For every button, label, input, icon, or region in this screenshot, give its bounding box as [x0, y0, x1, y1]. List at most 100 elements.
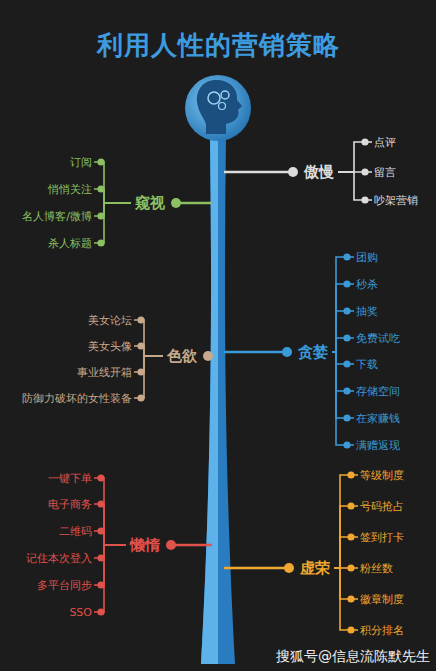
tactic-node: 订阅 — [70, 155, 92, 170]
tactic-text: 美女论坛 — [88, 314, 132, 327]
branch-connector — [94, 162, 131, 203]
branch-connector — [334, 506, 358, 568]
tactic-node: 悄悄关注 — [48, 182, 92, 197]
branch-connector — [134, 356, 163, 398]
tactic-text: 吵架营销 — [374, 194, 418, 207]
tactic-dot — [343, 334, 350, 341]
tactic-node: 杀人标题 — [48, 236, 92, 251]
tactic-text: 积分排名 — [360, 624, 404, 637]
tactic-text: 秒杀 — [356, 278, 378, 291]
tactic-text: 下载 — [356, 358, 378, 371]
head-silhouette — [197, 80, 242, 134]
tactic-dot — [347, 626, 354, 633]
category-dot — [288, 167, 298, 177]
tactic-text: 二维码 — [59, 525, 92, 538]
tactic-node: 免费试吃 — [356, 331, 400, 346]
category-dot — [166, 540, 176, 550]
watermark: 搜狐号@信息流陈默先生 — [276, 648, 430, 666]
branch-connector — [134, 320, 163, 356]
branch-connector — [94, 504, 126, 545]
category-text: 懒惰 — [130, 536, 160, 554]
category-text: 色欲 — [167, 347, 197, 365]
branch-connector — [334, 475, 358, 568]
tactic-dot — [97, 608, 104, 615]
category-dot — [203, 351, 213, 361]
category-node: 傲慢 — [304, 163, 334, 182]
brain-gear — [219, 103, 226, 110]
tactic-node: 存储空间 — [356, 384, 400, 399]
tactic-node: 抽奖 — [356, 304, 378, 319]
tactic-dot — [361, 168, 368, 175]
tactic-node: 美女头像 — [88, 339, 132, 354]
branch-connector — [94, 545, 126, 612]
tactic-node: 满赠返现 — [356, 438, 400, 453]
tactic-dot — [97, 158, 104, 165]
tactic-text: 徽章制度 — [360, 593, 404, 606]
spine-branch — [171, 544, 212, 547]
tactic-text: 免费试吃 — [356, 332, 400, 345]
category-node: 懒惰 — [130, 536, 160, 555]
tactic-dot — [137, 316, 144, 323]
category-dot — [284, 563, 294, 573]
tactic-node: 二维码 — [59, 524, 92, 539]
tactic-node: 号码抢占 — [360, 499, 404, 514]
tactic-node: 在家赚钱 — [356, 411, 400, 426]
branch-connector — [332, 338, 354, 352]
tactic-dot — [343, 360, 350, 367]
branch-connector — [94, 203, 131, 243]
spine-bar — [201, 136, 235, 664]
tactic-text: SSO — [69, 606, 92, 619]
head-circle — [185, 75, 251, 141]
category-node: 色欲 — [167, 347, 197, 366]
tactic-text: 点评 — [374, 136, 396, 149]
tactic-dot — [343, 387, 350, 394]
branch-connector — [338, 172, 372, 200]
tactic-dot — [361, 138, 368, 145]
tactic-text: 多平台同步 — [37, 579, 92, 592]
branch-connector — [94, 478, 126, 545]
spine-highlight — [201, 136, 218, 664]
tactic-text: 满赠返现 — [356, 439, 400, 452]
category-dot — [171, 198, 181, 208]
category-dot — [282, 347, 292, 357]
tactic-text: 美女头像 — [88, 340, 132, 353]
tactic-dot — [343, 414, 350, 421]
tactic-text: 事业线开箱 — [77, 366, 132, 379]
category-node: 窥视 — [135, 194, 165, 213]
tactic-dot — [343, 280, 350, 287]
tactic-dot — [137, 394, 144, 401]
tactic-text: 粉丝数 — [360, 562, 393, 575]
tactic-text: 抽奖 — [356, 305, 378, 318]
tactic-node: 积分排名 — [360, 623, 404, 638]
tactic-text: 订阅 — [70, 156, 92, 169]
tactic-node: 点评 — [374, 135, 396, 150]
tactic-dot — [347, 502, 354, 509]
tactic-text: 名人博客/微博 — [22, 210, 92, 223]
tactic-node: 秒杀 — [356, 277, 378, 292]
diagram-title: 利用人性的营销策略 — [0, 28, 436, 63]
category-node: 贪婪 — [298, 343, 328, 362]
tactic-dot — [97, 500, 104, 507]
tactic-node: 团购 — [356, 250, 378, 265]
tactic-text: 存储空间 — [356, 385, 400, 398]
tactic-dot — [97, 527, 104, 534]
category-node: 虚荣 — [300, 559, 330, 578]
tactic-dot — [347, 595, 354, 602]
tactic-dot — [97, 474, 104, 481]
tactic-node: 美女论坛 — [88, 313, 132, 328]
tactic-text: 电子商务 — [48, 498, 92, 511]
tactic-text: 号码抢占 — [360, 500, 404, 513]
branch-connector — [94, 545, 126, 585]
tactic-text: 防御力破坏的女性装备 — [22, 392, 132, 405]
tactic-text: 悄悄关注 — [48, 183, 92, 196]
branch-connector — [334, 568, 358, 599]
category-text: 窥视 — [135, 194, 165, 212]
tactic-node: 吵架营销 — [374, 193, 418, 208]
tactic-text: 签到打卡 — [360, 531, 404, 544]
tactic-node: 一键下单 — [48, 471, 92, 486]
tactic-text: 记住本次登入 — [26, 552, 92, 565]
tactic-dot — [347, 471, 354, 478]
brain-gear — [208, 92, 220, 104]
branch-connector — [332, 257, 354, 352]
